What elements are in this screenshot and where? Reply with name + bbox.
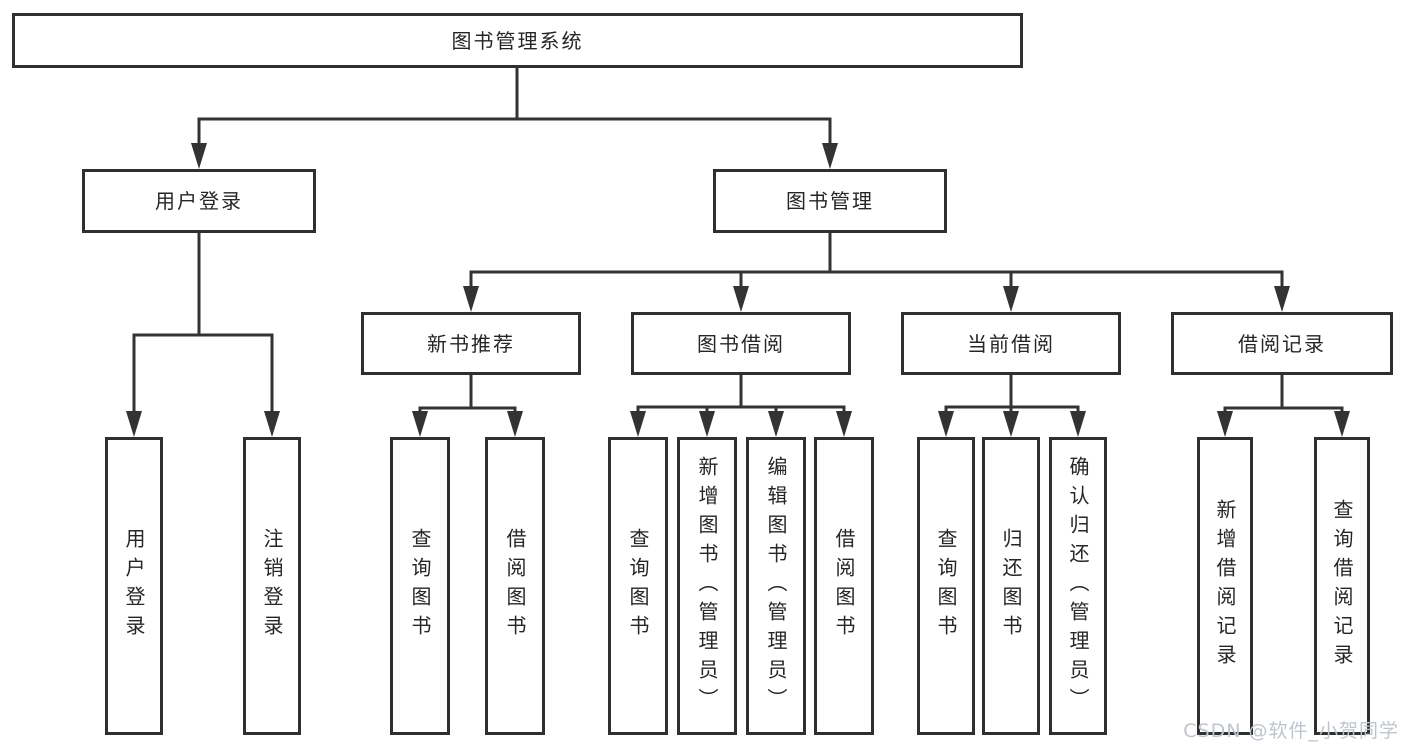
node-label: 注销登录 bbox=[260, 528, 284, 644]
arrowhead-down-icon bbox=[1003, 411, 1019, 437]
arrowhead-down-icon bbox=[507, 411, 523, 437]
leaf-user-login: 用户登录 bbox=[105, 437, 163, 735]
node-label: 用户登录 bbox=[155, 189, 243, 213]
arrowhead-down-icon bbox=[1003, 286, 1019, 312]
node-label: 查询借阅记录 bbox=[1330, 499, 1354, 673]
node-borrow-records: 借阅记录 bbox=[1171, 312, 1393, 375]
leaf-query-books-current: 查询图书 bbox=[917, 437, 975, 735]
node-book-management: 图书管理 bbox=[713, 169, 947, 233]
node-current-borrow: 当前借阅 bbox=[901, 312, 1121, 375]
node-label: 当前借阅 bbox=[967, 331, 1055, 356]
arrowhead-down-icon bbox=[1274, 286, 1290, 312]
arrowhead-down-icon bbox=[822, 143, 838, 169]
node-label: 新增借阅记录 bbox=[1213, 499, 1237, 673]
leaf-confirm-return-admin: 确认归还（管理员） bbox=[1049, 437, 1107, 735]
arrowhead-down-icon bbox=[463, 286, 479, 312]
node-label: 图书借阅 bbox=[697, 331, 785, 356]
csdn-watermark: CSDN @软件_小贺同学 bbox=[1183, 720, 1399, 742]
connector-userlogin-to-leaves bbox=[126, 231, 280, 437]
leaf-return-book: 归还图书 bbox=[982, 437, 1040, 735]
node-label: 用户登录 bbox=[122, 528, 146, 644]
node-label: 查询图书 bbox=[934, 528, 958, 644]
node-label: 图书管理系统 bbox=[451, 28, 584, 53]
connector-root-to-level2 bbox=[191, 66, 838, 169]
node-label: 新增图书（管理员） bbox=[695, 455, 719, 717]
connector-bookborrow-to-leaves bbox=[630, 373, 852, 437]
arrowhead-down-icon bbox=[768, 411, 784, 437]
connector-newbook-to-leaves bbox=[412, 373, 523, 437]
leaf-query-books-recommend: 查询图书 bbox=[390, 437, 450, 735]
arrowhead-down-icon bbox=[733, 286, 749, 312]
node-book-borrow: 图书借阅 bbox=[631, 312, 851, 375]
arrowhead-down-icon bbox=[1217, 411, 1233, 437]
connector-bookmgmt-to-level3 bbox=[463, 231, 1290, 312]
arrowhead-down-icon bbox=[630, 411, 646, 437]
node-label: 编辑图书（管理员） bbox=[764, 455, 788, 717]
leaf-borrow-books-recommend: 借阅图书 bbox=[485, 437, 545, 735]
node-label: 借阅图书 bbox=[832, 528, 856, 644]
arrowhead-down-icon bbox=[699, 411, 715, 437]
arrowhead-down-icon bbox=[264, 411, 280, 437]
node-label: 借阅记录 bbox=[1238, 331, 1326, 356]
node-user-login: 用户登录 bbox=[82, 169, 316, 233]
connector-currentborrow-to-leaves bbox=[938, 373, 1086, 437]
node-label: 图书管理 bbox=[786, 189, 874, 213]
node-label: 归还图书 bbox=[999, 528, 1023, 644]
node-label: 查询图书 bbox=[408, 528, 432, 644]
leaf-logout: 注销登录 bbox=[243, 437, 301, 735]
arrowhead-down-icon bbox=[938, 411, 954, 437]
node-label: 借阅图书 bbox=[503, 528, 527, 644]
node-label: 查询图书 bbox=[626, 528, 650, 644]
arrowhead-down-icon bbox=[1334, 411, 1350, 437]
leaf-borrow-books: 借阅图书 bbox=[814, 437, 874, 735]
arrowhead-down-icon bbox=[836, 411, 852, 437]
leaf-add-book-admin: 新增图书（管理员） bbox=[677, 437, 737, 735]
arrowhead-down-icon bbox=[126, 411, 142, 437]
arrowhead-down-icon bbox=[1070, 411, 1086, 437]
arrowhead-down-icon bbox=[191, 143, 207, 169]
leaf-query-books-borrow: 查询图书 bbox=[608, 437, 668, 735]
connector-borrowrecords-to-leaves bbox=[1217, 373, 1350, 437]
arrowhead-down-icon bbox=[412, 411, 428, 437]
leaf-add-borrow-record: 新增借阅记录 bbox=[1197, 437, 1253, 735]
node-label: 新书推荐 bbox=[427, 331, 515, 356]
leaf-edit-book-admin: 编辑图书（管理员） bbox=[746, 437, 806, 735]
node-new-book-recommend: 新书推荐 bbox=[361, 312, 581, 375]
node-root-system: 图书管理系统 bbox=[12, 13, 1023, 68]
leaf-query-borrow-record: 查询借阅记录 bbox=[1314, 437, 1370, 735]
node-label: 确认归还（管理员） bbox=[1066, 455, 1090, 717]
